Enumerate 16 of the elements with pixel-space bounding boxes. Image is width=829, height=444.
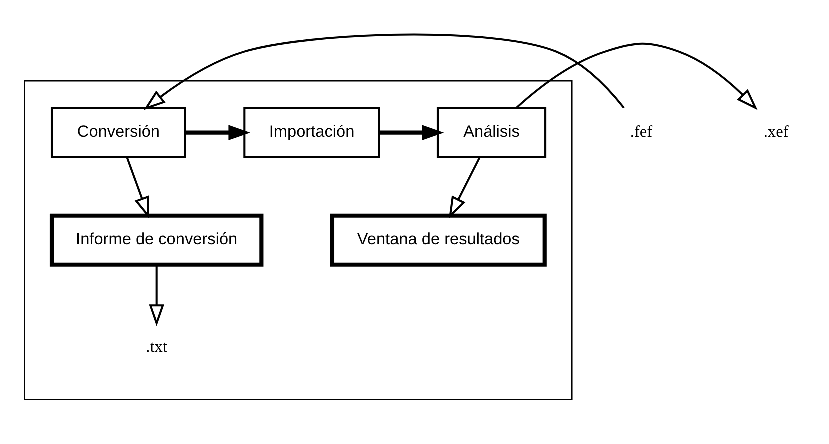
node-text: .txt [146,336,168,356]
arrow [144,33,625,110]
node-box: Ventana de resultados [330,213,547,266]
arrow [449,156,481,218]
arrow [186,124,251,140]
node-text: .xef [764,122,789,141]
node-box: Importación [244,106,380,158]
cluster [24,80,573,400]
node-box: Informe de conversión [50,213,264,266]
arrow [126,156,150,218]
arrow [516,42,758,110]
node-box: Análisis [436,106,547,158]
node-box: Conversión [50,106,186,158]
node-text: .fef [630,122,653,141]
arrow [380,124,444,140]
arrow [149,264,164,326]
